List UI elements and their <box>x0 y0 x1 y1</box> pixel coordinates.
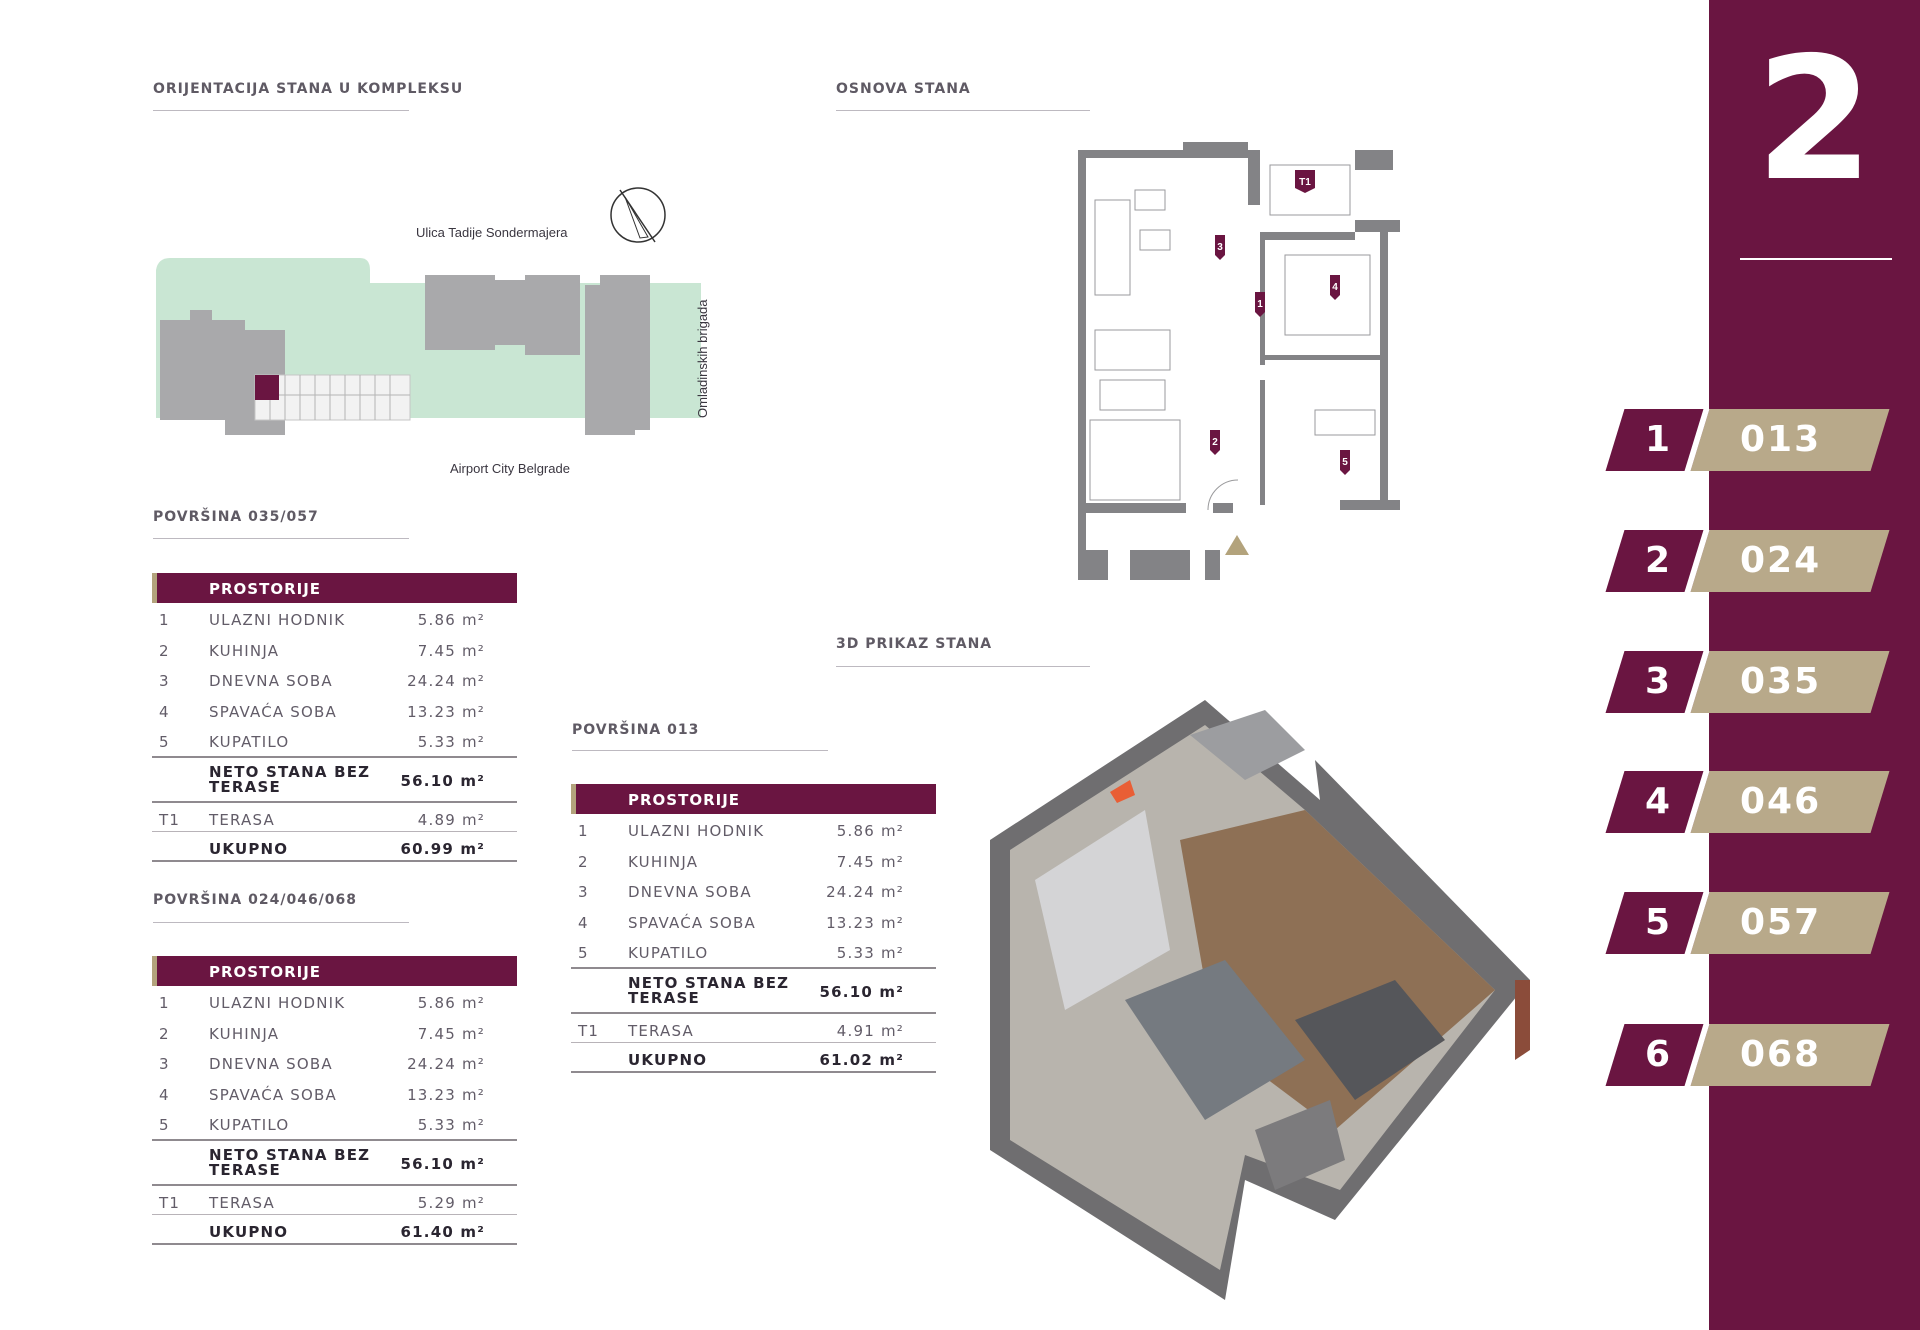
room-marker-3: 3 <box>1217 242 1223 253</box>
orientation-underline <box>153 110 409 111</box>
orientation-title: ORIJENTACIJA STANA U KOMPLEKSU <box>153 81 464 97</box>
apartment-marker <box>255 375 279 400</box>
room-marker-t1: T1 <box>1299 177 1311 188</box>
table-header: PROSTORIJE <box>152 956 517 986</box>
render-underline <box>836 666 1090 667</box>
street-north-label: Ulica Tadije Sondermajera <box>416 225 568 240</box>
apartment-type-number: 2 <box>1755 21 1874 219</box>
unit-code: 046 <box>1740 781 1822 822</box>
unit-tab-068[interactable]: 6 068 <box>1605 1024 1890 1086</box>
unit-code: 013 <box>1740 419 1822 460</box>
unit-floor: 5 <box>1645 902 1671 943</box>
room-marker-5: 5 <box>1342 457 1348 468</box>
floorplan-title: OSNOVA STANA <box>836 81 971 97</box>
unit-code: 057 <box>1740 902 1822 943</box>
unit-tab-057[interactable]: 5 057 <box>1605 892 1890 954</box>
table-header: PROSTORIJE <box>152 573 517 603</box>
building-north <box>425 275 495 350</box>
room-marker-2: 2 <box>1212 437 1218 448</box>
table-3-underline <box>572 750 828 751</box>
floorplan-underline <box>836 110 1090 111</box>
unit-code: 068 <box>1740 1034 1822 1075</box>
unit-code: 024 <box>1740 540 1822 581</box>
entrance-arrow-3d-icon <box>1110 780 1135 803</box>
unit-tab-046[interactable]: 4 046 <box>1605 771 1890 833</box>
unit-tab-013[interactable]: 1 013 <box>1605 409 1890 471</box>
site-plan: Ulica Tadije Sondermajera Airport City B… <box>156 187 710 476</box>
room-marker-1: 1 <box>1257 299 1263 310</box>
floor-plan: 1 2 3 4 5 T1 <box>1078 142 1400 580</box>
unit-floor: 1 <box>1645 419 1671 460</box>
unit-floor: 2 <box>1645 540 1671 581</box>
south-label: Airport City Belgrade <box>450 461 570 476</box>
unit-floor: 6 <box>1645 1034 1671 1075</box>
table-2-title: POVRŠINA 024/046/068 <box>153 892 358 908</box>
table-3-title: POVRŠINA 013 <box>572 722 700 738</box>
apartment-3d-render <box>990 700 1530 1300</box>
street-east-label: Omladinskih brigada <box>695 299 710 418</box>
table-1-underline <box>153 538 409 539</box>
table-2-underline <box>153 922 409 923</box>
unit-floor: 3 <box>1645 661 1671 702</box>
unit-tab-024[interactable]: 2 024 <box>1605 530 1890 592</box>
unit-floor: 4 <box>1645 781 1671 822</box>
render-title: 3D PRIKAZ STANA <box>836 636 993 652</box>
unit-code: 035 <box>1740 661 1822 702</box>
entrance-arrow-icon <box>1225 535 1249 555</box>
table-header: PROSTORIJE <box>571 784 936 814</box>
table-1-title: POVRŠINA 035/057 <box>153 509 319 525</box>
unit-tab-035[interactable]: 3 035 <box>1605 651 1890 713</box>
compass-icon <box>610 187 666 243</box>
apartment-type-divider <box>1740 258 1892 260</box>
room-marker-4: 4 <box>1332 282 1338 293</box>
